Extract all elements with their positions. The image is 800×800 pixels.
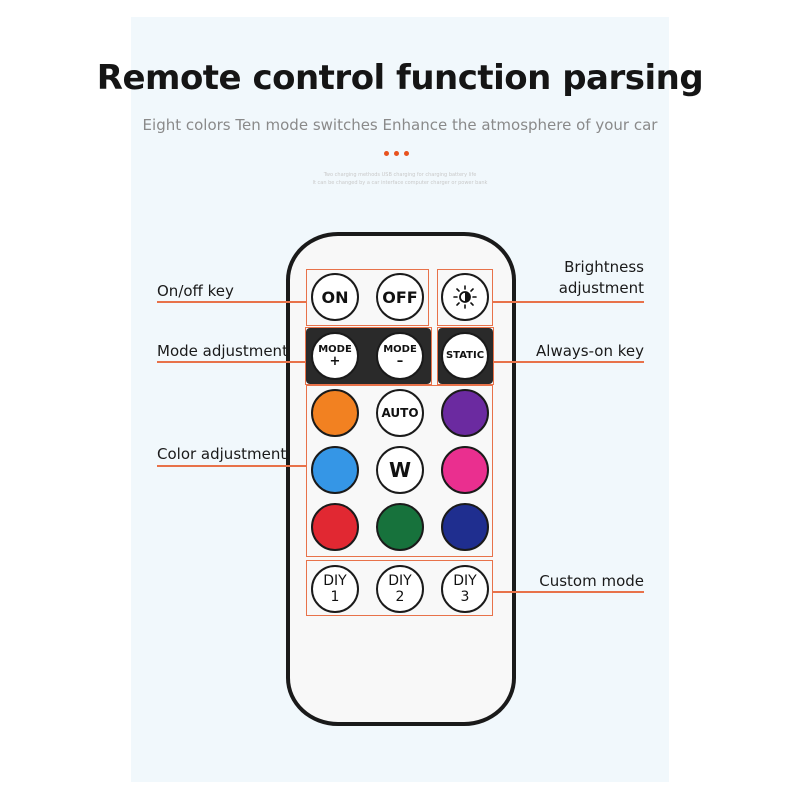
- custom-mode-label: Custom mode: [539, 572, 644, 590]
- brightness-label-line-2: adjustment: [558, 279, 644, 297]
- mode-plus-button[interactable]: MODE +: [311, 332, 359, 380]
- mode-highlight-box: [305, 327, 432, 385]
- blue-color-button[interactable]: [311, 446, 359, 494]
- static-callout-line: [494, 361, 644, 363]
- red-color-button[interactable]: [311, 503, 359, 551]
- static-button[interactable]: STATIC: [441, 332, 489, 380]
- dot-2: [394, 151, 399, 156]
- diy-3-button[interactable]: DIY 3: [441, 565, 489, 613]
- always-on-label: Always-on key: [536, 342, 644, 360]
- pink-color-button[interactable]: [441, 446, 489, 494]
- page-title: Remote control function parsing: [96, 58, 704, 98]
- navy-color-button[interactable]: [441, 503, 489, 551]
- dot-3: [404, 151, 409, 156]
- diy-3-number: 3: [460, 589, 470, 605]
- onoff-highlight-box: [306, 269, 429, 326]
- color-highlight-box: [306, 385, 493, 557]
- diy-highlight-box: [306, 560, 493, 616]
- color-label: Color adjustment: [157, 445, 287, 463]
- diy-2-number: 2: [395, 589, 405, 605]
- mode-minus-label: MODE: [383, 344, 417, 355]
- diy-1-label: DIY: [323, 573, 347, 589]
- mode-minus-sign: –: [396, 354, 404, 369]
- onoff-label: On/off key: [157, 282, 234, 300]
- fine-print-line-1: Two charging methods USB charging for ch…: [323, 172, 477, 178]
- diy-1-number: 1: [330, 589, 340, 605]
- auto-button[interactable]: AUTO: [376, 389, 424, 437]
- diy-2-button[interactable]: DIY 2: [376, 565, 424, 613]
- diy-3-label: DIY: [453, 573, 477, 589]
- onoff-callout-line: [157, 301, 306, 303]
- white-button[interactable]: W: [376, 446, 424, 494]
- diy-1-button[interactable]: DIY 1: [311, 565, 359, 613]
- mode-minus-button[interactable]: MODE –: [376, 332, 424, 380]
- purple-color-button[interactable]: [441, 389, 489, 437]
- decorative-dots: [384, 151, 409, 156]
- orange-color-button[interactable]: [311, 389, 359, 437]
- mode-callout-line: [157, 361, 305, 363]
- brightness-highlight-box: [437, 269, 493, 326]
- static-highlight-box: [437, 327, 494, 385]
- brightness-button[interactable]: [441, 273, 489, 321]
- custom-callout-line: [493, 591, 644, 593]
- dot-1: [384, 151, 389, 156]
- color-callout-line: [157, 465, 306, 467]
- off-button[interactable]: OFF: [376, 273, 424, 321]
- diy-2-label: DIY: [388, 573, 412, 589]
- page-subtitle: Eight colors Ten mode switches Enhance t…: [142, 116, 658, 134]
- mode-label: Mode adjustment: [157, 342, 288, 360]
- fine-print-line-2: It can be changed by a car interface com…: [312, 180, 488, 186]
- brightness-label-line-1: Brightness: [564, 258, 644, 276]
- on-button[interactable]: ON: [311, 273, 359, 321]
- mode-plus-label: MODE: [318, 344, 352, 355]
- brightness-icon: [453, 285, 477, 309]
- green-color-button[interactable]: [376, 503, 424, 551]
- mode-plus-sign: +: [329, 354, 341, 369]
- brightness-callout-line: [493, 301, 644, 303]
